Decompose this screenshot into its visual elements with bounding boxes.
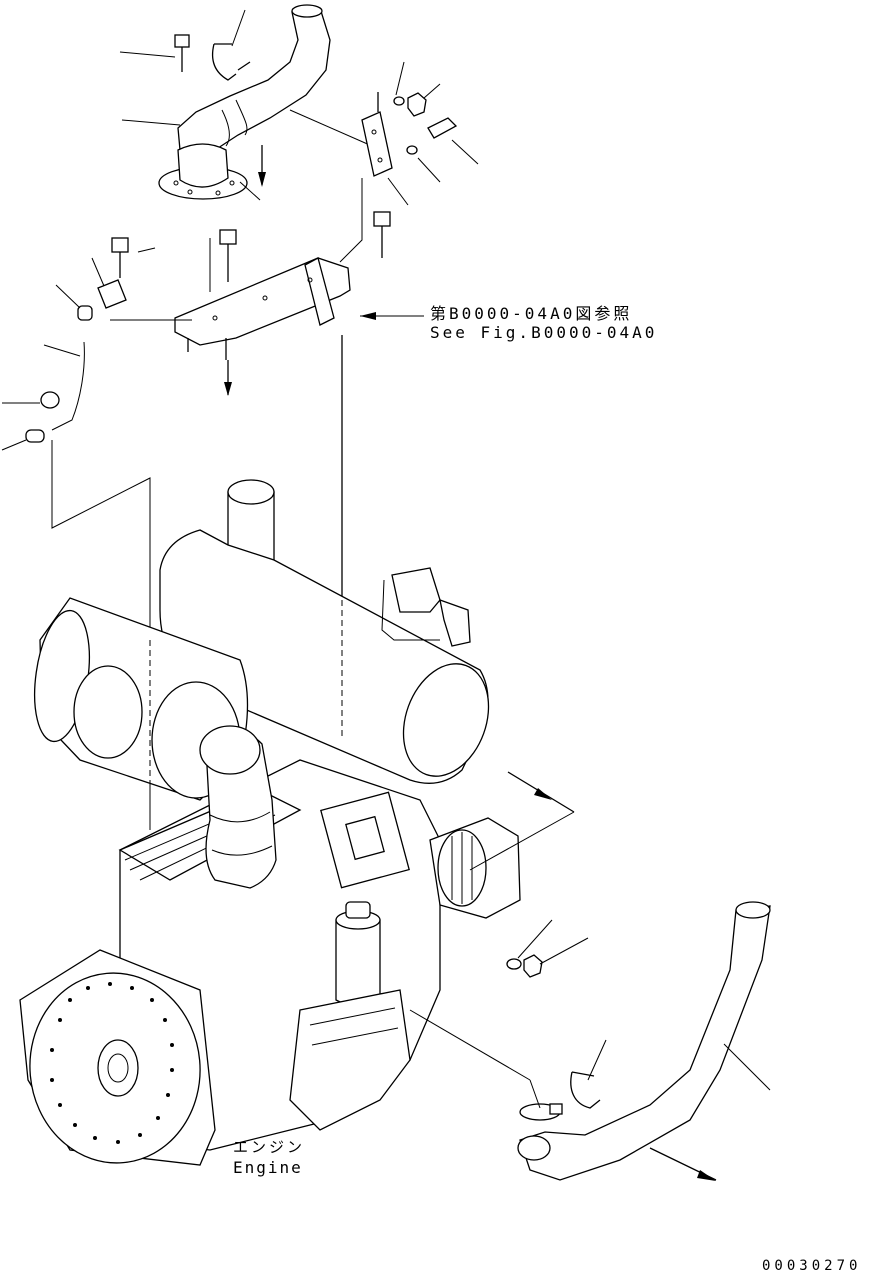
turbo-elbow [199,725,277,889]
exhaust-tube-upper [177,4,331,161]
drawing-code: 00030270 [762,1258,862,1274]
reference-label-en: See Fig.B0000-04A0 [430,323,658,342]
sensor-parts [1,247,156,451]
muffler-body [159,529,490,784]
bracket-plate [361,92,393,177]
oil-pan [289,989,411,1131]
air-cleaner [34,597,249,801]
leader-line [409,1009,531,1081]
engine-label-jp: エンジン [233,1138,306,1156]
washer-nut-lower [506,919,589,978]
clamp-band [519,1103,563,1121]
leader-line [119,51,176,58]
alternator [429,817,521,919]
leader-line [121,119,181,126]
leader-line [723,1043,771,1091]
bolt-top [174,34,190,72]
exhaust-tube-lower [517,901,771,1181]
support-bolts [111,211,391,282]
leader-line [289,109,373,147]
engine-label-en: Engine [233,1158,303,1177]
u-bolt-clamp [211,43,251,81]
elbow-flange [158,143,248,200]
leader-line [587,1039,607,1081]
leader-line [231,9,246,47]
support-bracket [174,257,351,360]
washer-nut-upper [387,61,479,206]
breather-hose [381,567,471,647]
flywheel-housing [19,949,216,1166]
oil-filter [335,901,381,1007]
leader-line [529,1079,541,1109]
leader-line [239,181,261,201]
reference-label-jp: 第B0000-04A0図参照 [430,304,633,323]
u-bolt-clamp-lower [570,1071,601,1109]
